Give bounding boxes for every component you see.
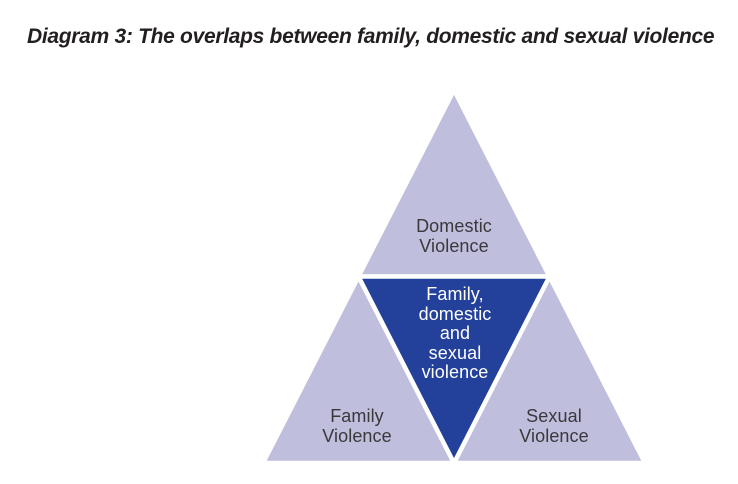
label-family-domestic-sexual-violence: Family, domestic and sexual violence	[418, 284, 492, 382]
label-family-violence: Family Violence	[322, 406, 392, 446]
label-domestic-violence: Domestic Violence	[416, 216, 492, 256]
label-sexual-violence: Sexual Violence	[519, 406, 589, 446]
triangle-overlap-center	[354, 274, 554, 468]
diagram-title: Diagram 3: The overlaps between family, …	[27, 25, 715, 48]
